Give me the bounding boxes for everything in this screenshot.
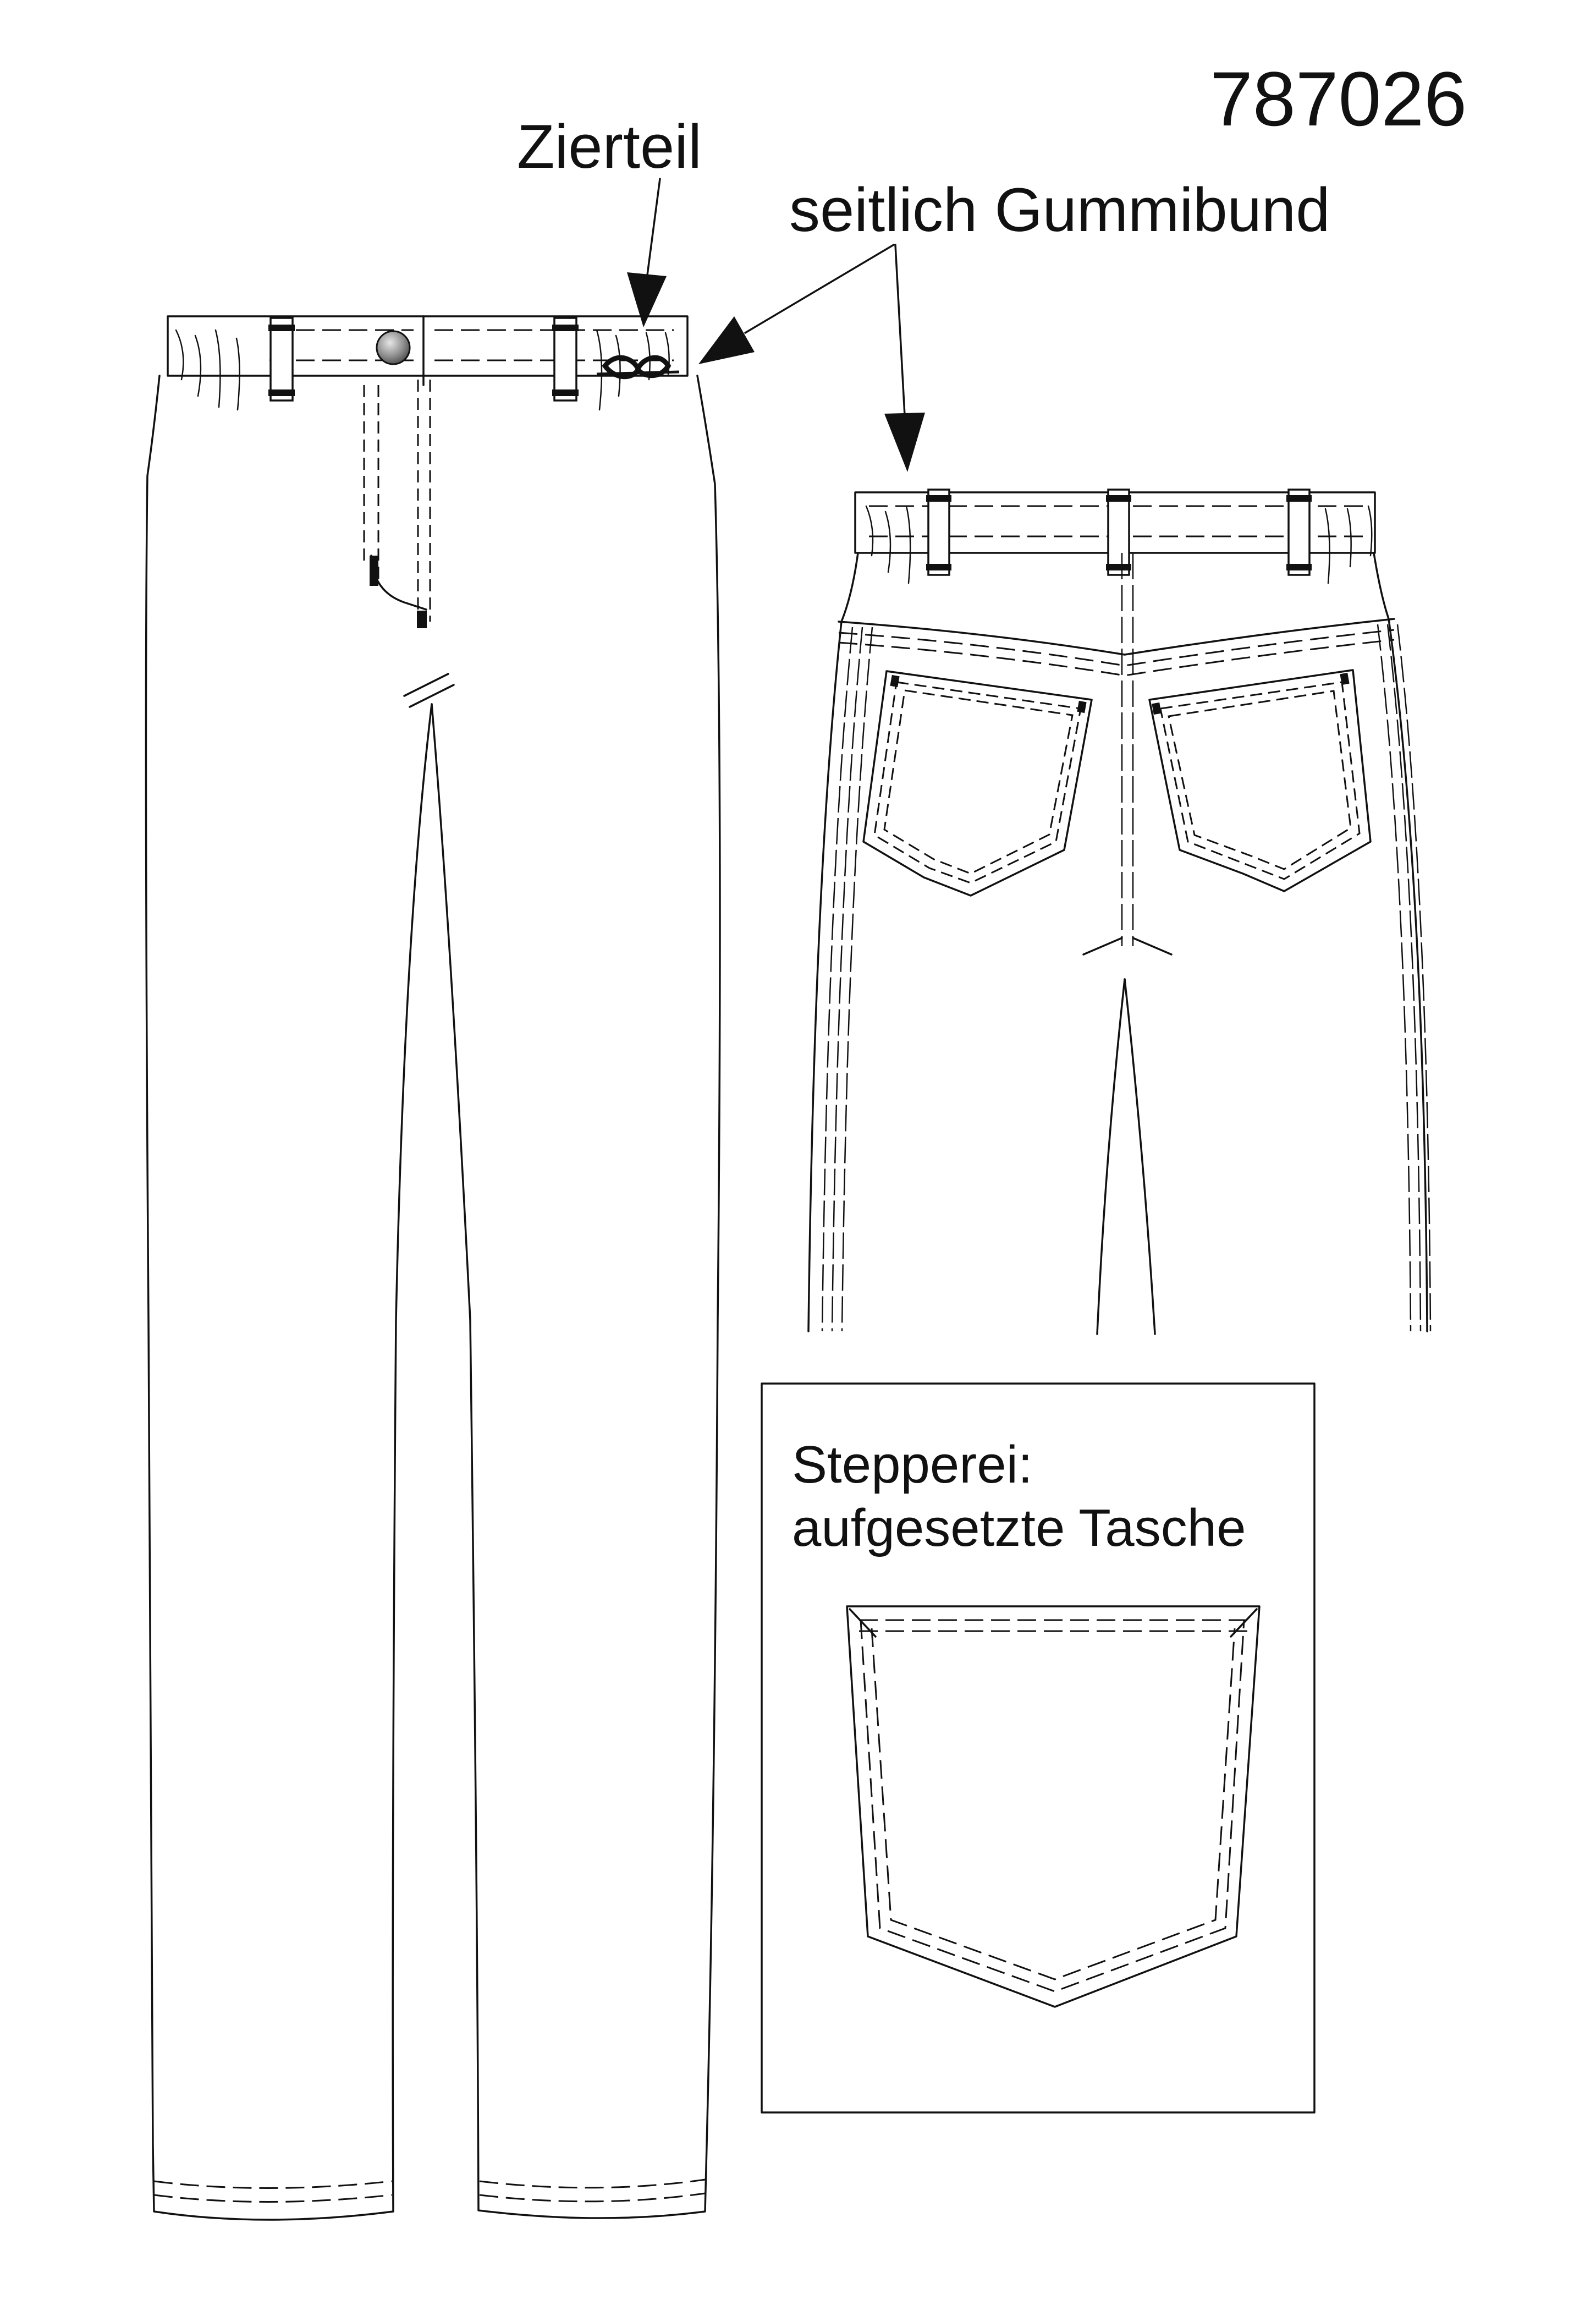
front-view-trousers xyxy=(145,315,721,2221)
stitching-detail-box: Stepperei: aufgesetzte Tasche xyxy=(761,1382,1316,2114)
article-number: 787026 xyxy=(1210,56,1467,142)
back-right-leg-outline xyxy=(1373,552,1428,1332)
back-view-trousers xyxy=(807,489,1432,1335)
belt-loops-front xyxy=(268,317,579,402)
elastic-gathers-front xyxy=(175,329,670,411)
front-right-leg-outline xyxy=(431,375,721,2219)
callout-decor-part-label: Zierteil xyxy=(517,112,702,181)
patch-pocket-detail xyxy=(846,1605,1261,2008)
callout-side-elastic-label: seitlich Gummibund xyxy=(789,175,1330,244)
belt-loops-back xyxy=(926,489,1312,576)
detail-subtitle: aufgesetzte Tasche xyxy=(792,1499,1246,1557)
callout-arrows xyxy=(627,178,925,472)
front-left-leg-outline xyxy=(145,375,433,2221)
front-waistband xyxy=(167,315,689,377)
back-pocket-left xyxy=(862,670,1093,897)
front-fly xyxy=(363,380,455,708)
decor-bow-icon xyxy=(596,355,680,380)
elastic-gathers-back xyxy=(865,505,1373,584)
back-pocket-right xyxy=(1148,669,1372,892)
detail-title: Stepperei: xyxy=(792,1435,1033,1494)
waistband-button xyxy=(376,330,411,365)
back-left-leg-outline xyxy=(807,552,859,1332)
